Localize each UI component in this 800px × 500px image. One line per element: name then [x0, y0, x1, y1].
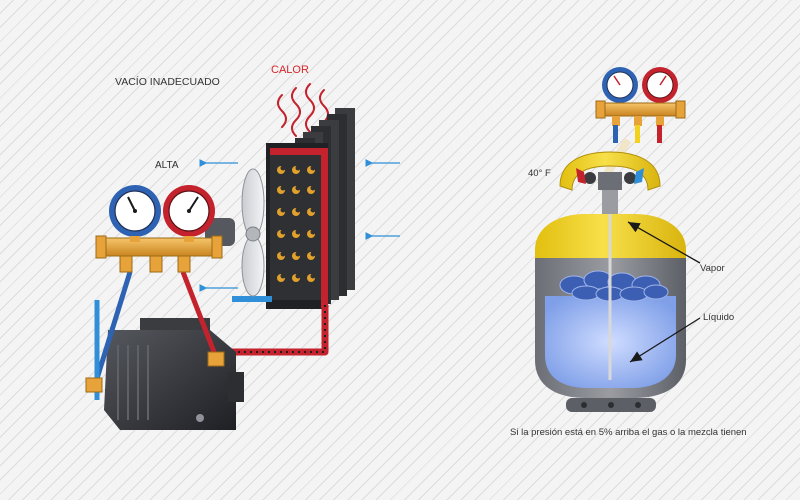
airflow-arrows	[199, 159, 400, 292]
label-temperature: 40° F	[528, 168, 551, 179]
vacuum-pump	[104, 318, 244, 430]
caption-text: Si la presión está en 5% arriba el gas o…	[510, 427, 747, 438]
condenser-fan	[205, 168, 265, 297]
label-vapor: Vapor	[700, 263, 725, 274]
low-side-hose	[92, 271, 133, 386]
vapor-pointer-arrow	[627, 221, 701, 264]
manifold-gauge-set-right	[595, 67, 686, 143]
label-liquido: Líquido	[703, 312, 735, 323]
label-alta: ALTA	[155, 160, 179, 171]
refrigerant-cylinder	[535, 151, 686, 412]
high-side-hose	[180, 271, 217, 353]
liquid-pointer-arrow	[629, 317, 701, 363]
label-calor: CALOR	[271, 64, 309, 76]
label-vacio-inadecuado: VACÍO INADECUADO	[115, 76, 220, 88]
manifold-gauge-set	[95, 185, 223, 273]
condenser-coil	[232, 108, 355, 309]
